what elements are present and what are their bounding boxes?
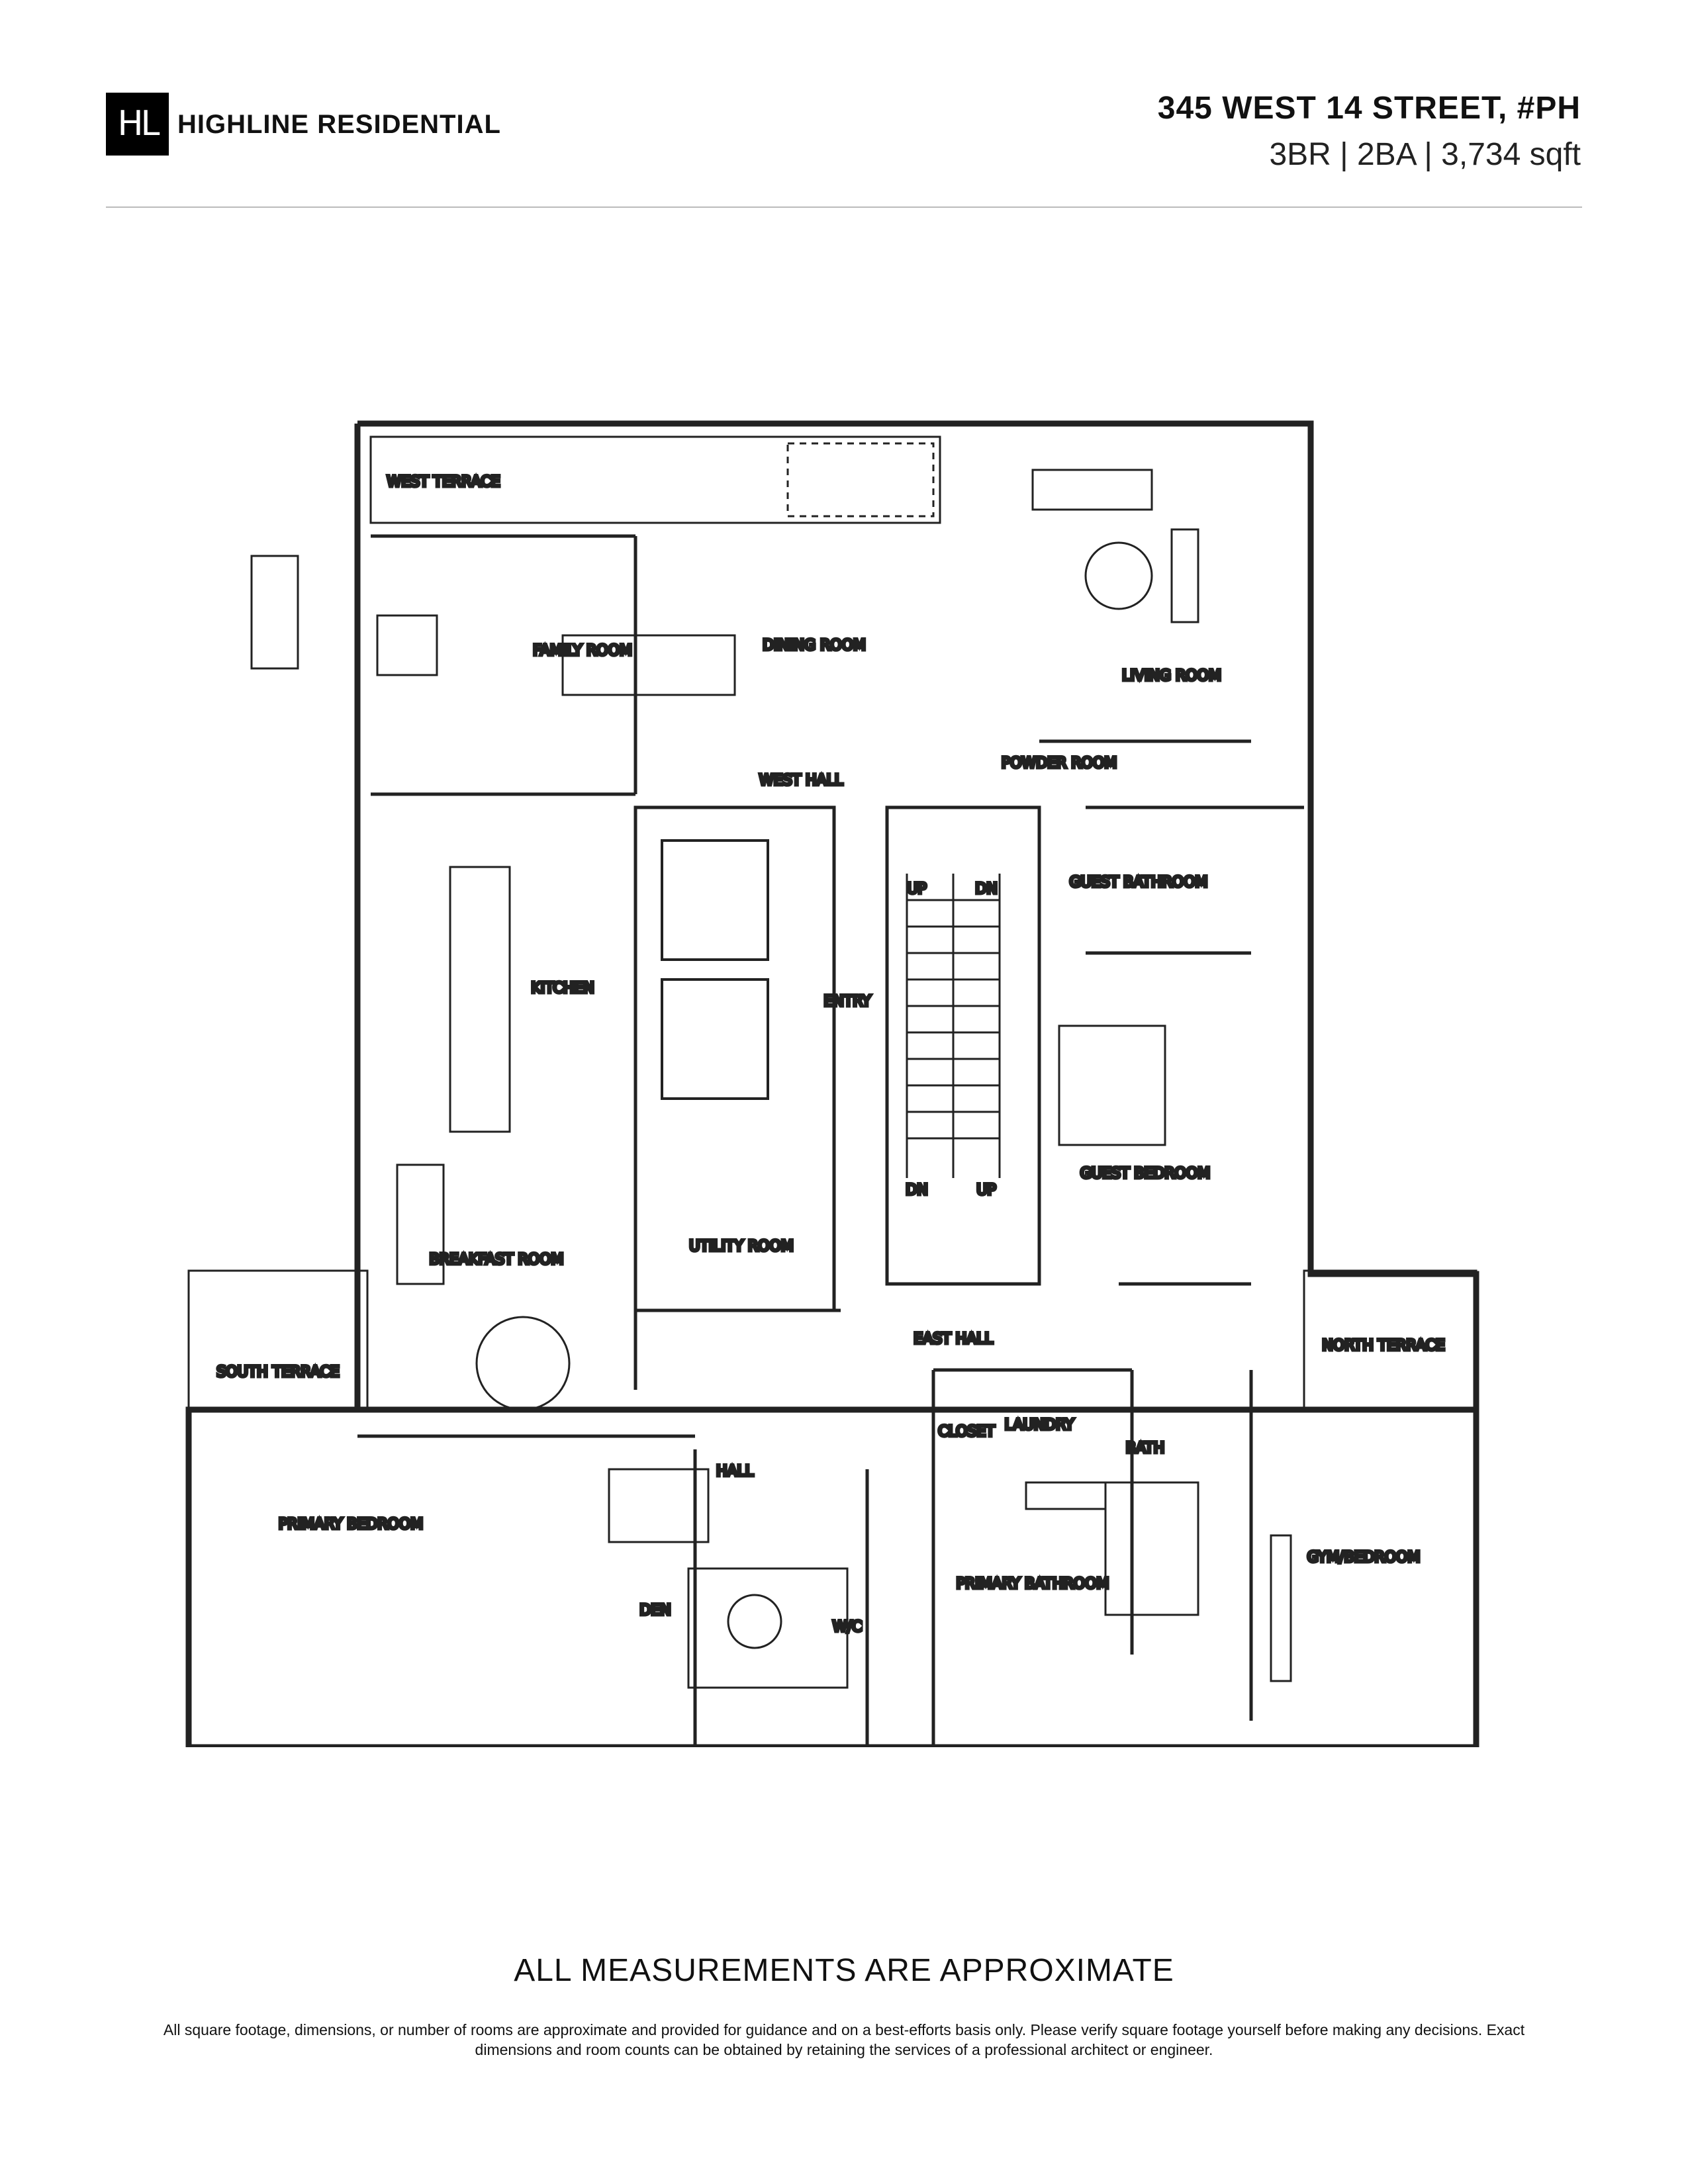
label-hall: HALL xyxy=(716,1463,754,1480)
label-closet: CLOSET xyxy=(938,1424,995,1440)
label-living-room: LIVING ROOM xyxy=(1122,668,1221,684)
label-stair-dn-lower: DN xyxy=(906,1182,927,1199)
label-kitchen: KITCHEN xyxy=(531,980,594,997)
label-stair-up-lower: UP xyxy=(976,1182,996,1199)
brand-logo: HL xyxy=(106,93,169,156)
label-powder-room: POWDER ROOM xyxy=(1002,755,1117,772)
label-breakfast-room: BREAKFAST ROOM xyxy=(430,1251,564,1268)
furniture xyxy=(250,469,1292,1689)
property-specs: 3BR | 2BA | 3,734 sqft xyxy=(1269,137,1581,172)
label-family-room: FAMILY ROOM xyxy=(533,643,632,659)
label-west-terrace: WEST TERRACE xyxy=(387,474,500,490)
label-primary-bedroom: PRIMARY BEDROOM xyxy=(279,1516,423,1533)
property-address: 345 WEST 14 STREET, #PH xyxy=(1157,91,1581,126)
disclaimer-text: All square footage, dimensions, or numbe… xyxy=(163,2021,1525,2058)
label-bath: BATH xyxy=(1126,1440,1164,1457)
label-utility-room: UTILITY ROOM xyxy=(689,1238,794,1255)
label-gym-bedroom: GYM/BEDROOM xyxy=(1307,1549,1421,1566)
brand-name: HIGHLINE RESIDENTIAL xyxy=(177,110,501,139)
label-west-hall: WEST HALL xyxy=(759,772,843,789)
label-den: DEN xyxy=(639,1602,671,1619)
label-guest-bathroom: GUEST BATHROOM xyxy=(1070,874,1208,891)
label-wc: W/C xyxy=(833,1619,863,1635)
floor-plan: WEST TERRACE FAMILY ROOM DINING ROOM LIV… xyxy=(179,410,1503,1751)
label-guest-bedroom: GUEST BEDROOM xyxy=(1080,1165,1210,1182)
header-divider xyxy=(106,206,1582,208)
label-north-terrace: NORTH TERRACE xyxy=(1322,1338,1444,1354)
elevators xyxy=(661,839,769,1100)
interior-walls xyxy=(357,534,1304,1747)
label-east-hall: EAST HALL xyxy=(914,1331,993,1347)
label-laundry: LAUNDRY xyxy=(1005,1417,1074,1433)
label-south-terrace: SOUTH TERRACE xyxy=(216,1364,339,1381)
measurements-notice: ALL MEASUREMENTS ARE APPROXIMATE xyxy=(514,1953,1174,1988)
label-stair-dn: DN xyxy=(975,881,997,897)
staircase xyxy=(906,874,1001,1178)
label-stair-up: UP xyxy=(907,881,926,897)
label-primary-bathroom: PRIMARY BATHROOM xyxy=(957,1576,1109,1592)
label-entry: ENTRY xyxy=(823,993,871,1010)
terrace-areas xyxy=(187,435,1477,1411)
label-dining-room: DINING ROOM xyxy=(763,637,866,654)
